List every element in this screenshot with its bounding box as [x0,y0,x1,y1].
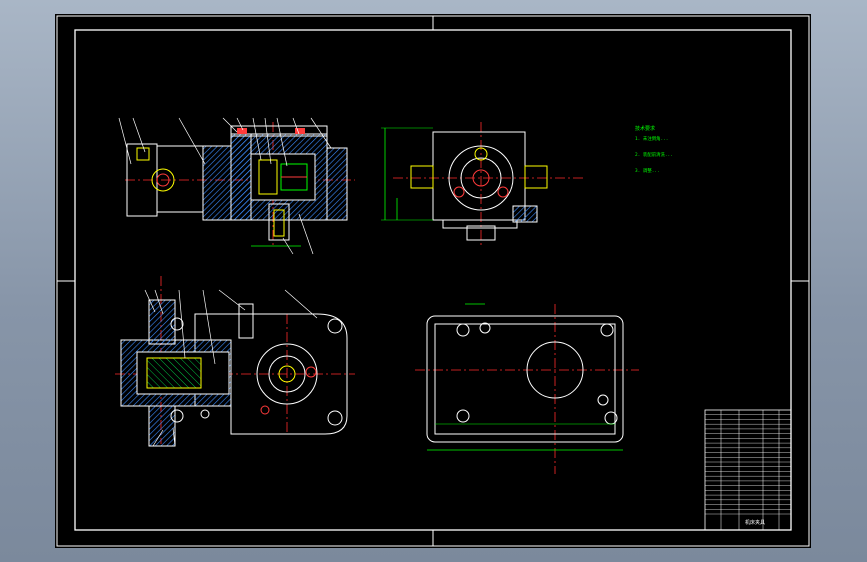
view1-leaders [118,117,332,255]
drawing-sheet: 技术要求 1. 未注倒角... 2. 装配前清洗... 3. 调整... [55,14,811,548]
view-side [381,122,585,246]
tech-notes-title: 技术要求 [635,125,655,132]
tech-note-3: 3. 调整... [635,167,660,174]
view-front-section [125,122,355,247]
view-base-plate [415,303,639,474]
inner-frame [74,29,792,531]
title-block: 机床夹具 [704,409,792,531]
outer-frame [56,15,810,547]
tech-note-1: 1. 未注倒角... [635,135,668,142]
view3-leaders [144,289,318,447]
drawing-name: 机床夹具 [745,519,765,526]
view-top [115,276,355,447]
tech-notes: 技术要求 1. 未注倒角... 2. 装配前清洗... 3. 调整... [635,125,673,174]
tech-note-2: 2. 装配前清洗... [635,151,673,158]
centering-marks [57,16,809,546]
cad-drawing-canvas: 技术要求 1. 未注倒角... 2. 装配前清洗... 3. 调整... [56,15,810,547]
